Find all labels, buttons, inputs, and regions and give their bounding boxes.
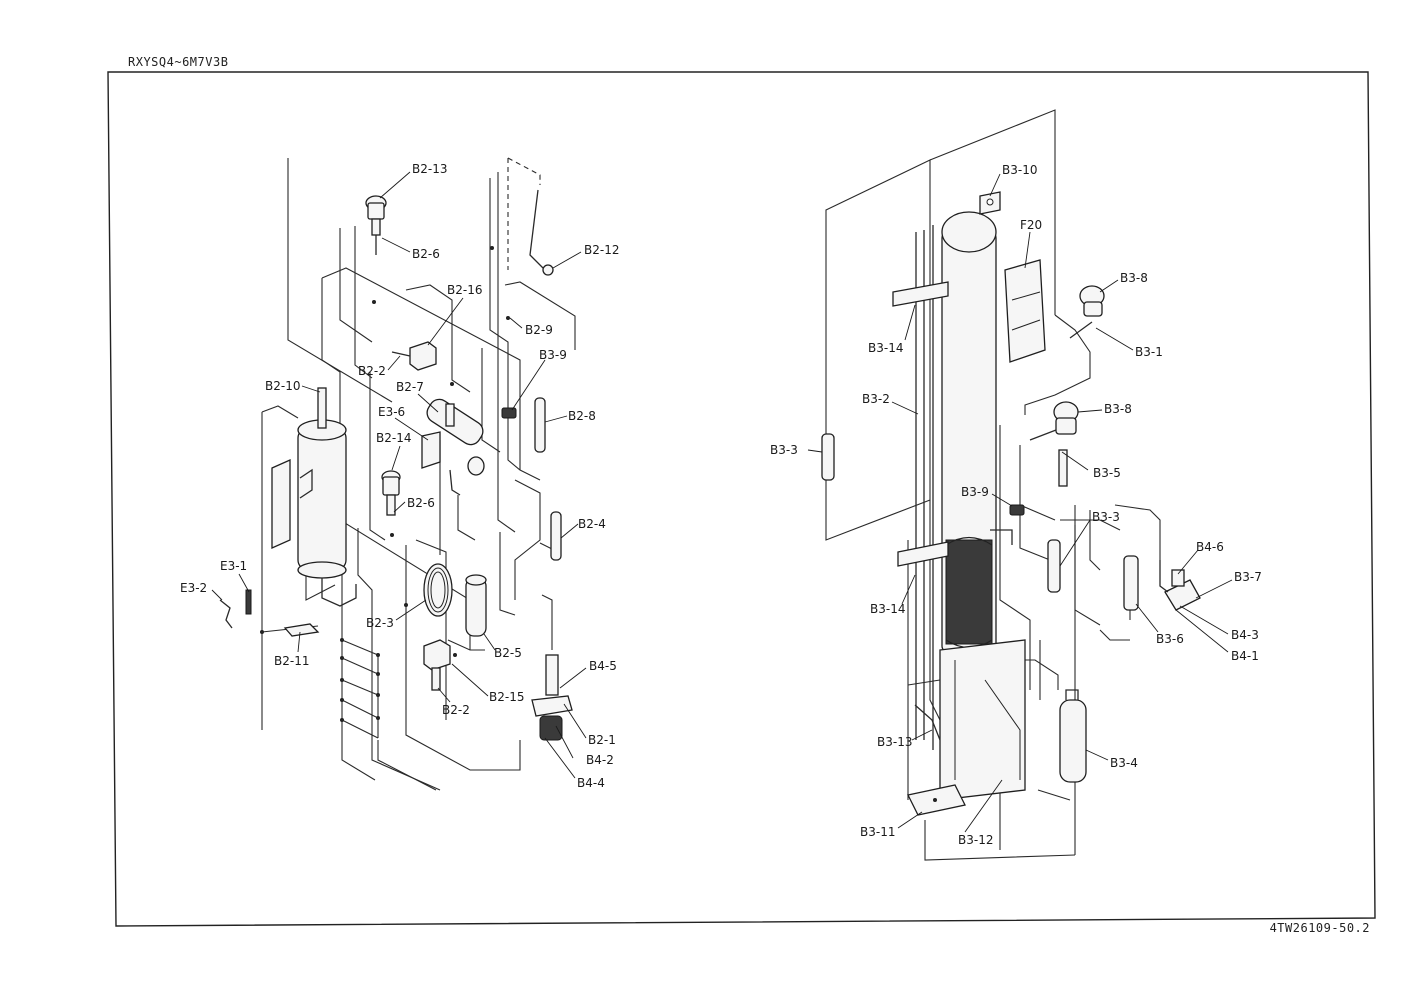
label-b2-3: B2-3: [366, 616, 394, 630]
label-b3-14: B3-14: [870, 602, 905, 616]
label-b4-3: B4-3: [1231, 628, 1259, 642]
label-b2-2: B2-2: [358, 364, 386, 378]
solenoid-b2-15: [423, 639, 451, 691]
label-b2-2: B2-2: [442, 703, 470, 717]
model-number: RXYSQ4~6M7V3B: [128, 55, 229, 69]
label-b2-6: B2-6: [412, 247, 440, 261]
label-b3-5: B3-5: [1093, 466, 1121, 480]
base-bracket-b3-12: [939, 639, 1026, 801]
muffler-b3-3-right: [1047, 539, 1061, 593]
valve-b3-8-top: [1069, 285, 1105, 339]
label-b2-9: B2-9: [525, 323, 553, 337]
coil-b2-3: [423, 563, 453, 617]
bracket-f20: [1004, 259, 1046, 363]
label-b2-13: B2-13: [412, 162, 447, 176]
label-b3-4: B3-4: [1110, 756, 1138, 770]
label-b3-12: B3-12: [958, 833, 993, 847]
label-b3-11: B3-11: [860, 825, 895, 839]
left-piping-assembly: [219, 157, 576, 791]
label-b2-11: B2-11: [274, 654, 309, 668]
label-b2-7: B2-7: [396, 380, 424, 394]
muffler-b2-5: [465, 574, 487, 637]
label-f20: F20: [1020, 218, 1042, 232]
label-b2-8: B2-8: [568, 409, 596, 423]
fitting-b3-9-right: [1009, 504, 1025, 516]
label-b3-7: B3-7: [1234, 570, 1262, 584]
solenoid-b2-16: [391, 341, 437, 371]
label-b3-14: B3-14: [868, 341, 903, 355]
label-e3-2: E3-2: [180, 581, 207, 595]
label-b2-15: B2-15: [489, 690, 524, 704]
label-e3-1: E3-1: [220, 559, 247, 573]
label-e3-6: E3-6: [378, 405, 405, 419]
valve-b3-8-lower: [1029, 401, 1079, 487]
receiver-column: [941, 191, 1001, 653]
clamp-b3-14-top: [892, 281, 949, 307]
label-b3-9: B3-9: [539, 348, 567, 362]
label-b3-1: B3-1: [1135, 345, 1163, 359]
drawing-frame: [107, 71, 1376, 927]
label-b2-16: B2-16: [447, 283, 482, 297]
stop-valve-b2-1: [531, 654, 573, 741]
muffler-b3-6: [1123, 555, 1139, 611]
label-b3-6: B3-6: [1156, 632, 1184, 646]
label-b4-4: B4-4: [577, 776, 605, 790]
four-way-valve-b2-7: [421, 398, 485, 496]
label-b3-3: B3-3: [770, 443, 798, 457]
plate-b3-11: [907, 784, 966, 816]
label-b2-5: B2-5: [494, 646, 522, 660]
label-b3-2: B3-2: [862, 392, 890, 406]
leader-lines: [211, 171, 1233, 833]
muffler-b2-8: [534, 397, 546, 453]
muffler-b3-4: [1059, 689, 1087, 783]
clamp-b3-14-bottom: [897, 541, 949, 567]
label-b3-13: B3-13: [877, 735, 912, 749]
label-b3-10: B3-10: [1002, 163, 1037, 177]
label-b4-2: B4-2: [586, 753, 614, 767]
pressure-sensor-b2-14: [381, 470, 401, 516]
label-b4-6: B4-6: [1196, 540, 1224, 554]
label-b3-8: B3-8: [1104, 402, 1132, 416]
pressure-switch-b2-13: [365, 195, 387, 255]
accumulator-b2-10: [271, 387, 357, 607]
right-piping-assembly: [821, 109, 1201, 861]
stop-valve-b3-7: [1159, 560, 1201, 611]
label-b2-10: B2-10: [265, 379, 300, 393]
document-number: 4TW26109-50.2: [1269, 921, 1370, 935]
label-b3-3: B3-3: [1092, 510, 1120, 524]
part-labels: B2-13 B2-6 B2-12 B2-16 B2-9 B2-2 B3-9 B2…: [180, 162, 1262, 847]
label-b2-14: B2-14: [376, 431, 411, 445]
fitting-b3-9-left: [501, 407, 517, 419]
label-b2-1: B2-1: [588, 733, 616, 747]
label-b2-12: B2-12: [584, 243, 619, 257]
label-b4-5: B4-5: [589, 659, 617, 673]
muffler-b2-4: [550, 511, 562, 561]
fitting-b2-12: [542, 264, 554, 276]
label-b4-1: B4-1: [1231, 649, 1259, 663]
label-b2-4: B2-4: [578, 517, 606, 531]
label-b3-8: B3-8: [1120, 271, 1148, 285]
thermistor-e3: [219, 589, 320, 637]
label-b3-9: B3-9: [961, 485, 989, 499]
label-b2-6: B2-6: [407, 496, 435, 510]
muffler-b3-3-left: [821, 433, 835, 481]
